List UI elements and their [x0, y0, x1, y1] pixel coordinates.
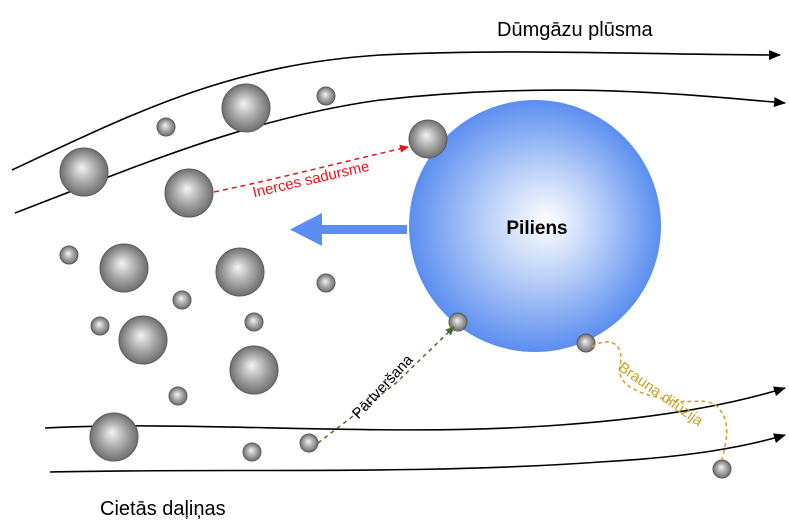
particle: [577, 334, 595, 352]
droplet-label: Piliens: [506, 218, 567, 239]
particle: [100, 244, 148, 292]
particle: [60, 148, 108, 196]
flue-gas-flow-label: Dūmgāzu plūsma: [497, 19, 654, 41]
particle: [216, 248, 264, 296]
particle: [90, 413, 138, 461]
particle: [169, 387, 187, 405]
interception-label: Pārtveršana: [349, 351, 417, 422]
droplet-motion-arrow: [290, 213, 407, 246]
inertial-impaction-label: Inerces sadursme: [251, 158, 371, 201]
particle: [173, 291, 191, 309]
particle: [300, 434, 318, 452]
particle: [222, 84, 270, 132]
particle: [60, 246, 78, 264]
particle: [317, 274, 335, 292]
solid-particles-label: Cietās daļiņas: [100, 498, 226, 520]
particle: [230, 346, 278, 394]
particle: [245, 313, 263, 331]
streamline-upper-2: [15, 90, 785, 213]
particle: [157, 118, 175, 136]
particle: [91, 317, 109, 335]
particle: [317, 87, 335, 105]
particle: [409, 120, 447, 158]
particle: [243, 443, 261, 461]
streamline-lower-2: [50, 435, 785, 472]
streamline-upper-1: [12, 52, 780, 170]
particle: [165, 169, 213, 217]
particle: [119, 316, 167, 364]
particle: [713, 460, 731, 478]
